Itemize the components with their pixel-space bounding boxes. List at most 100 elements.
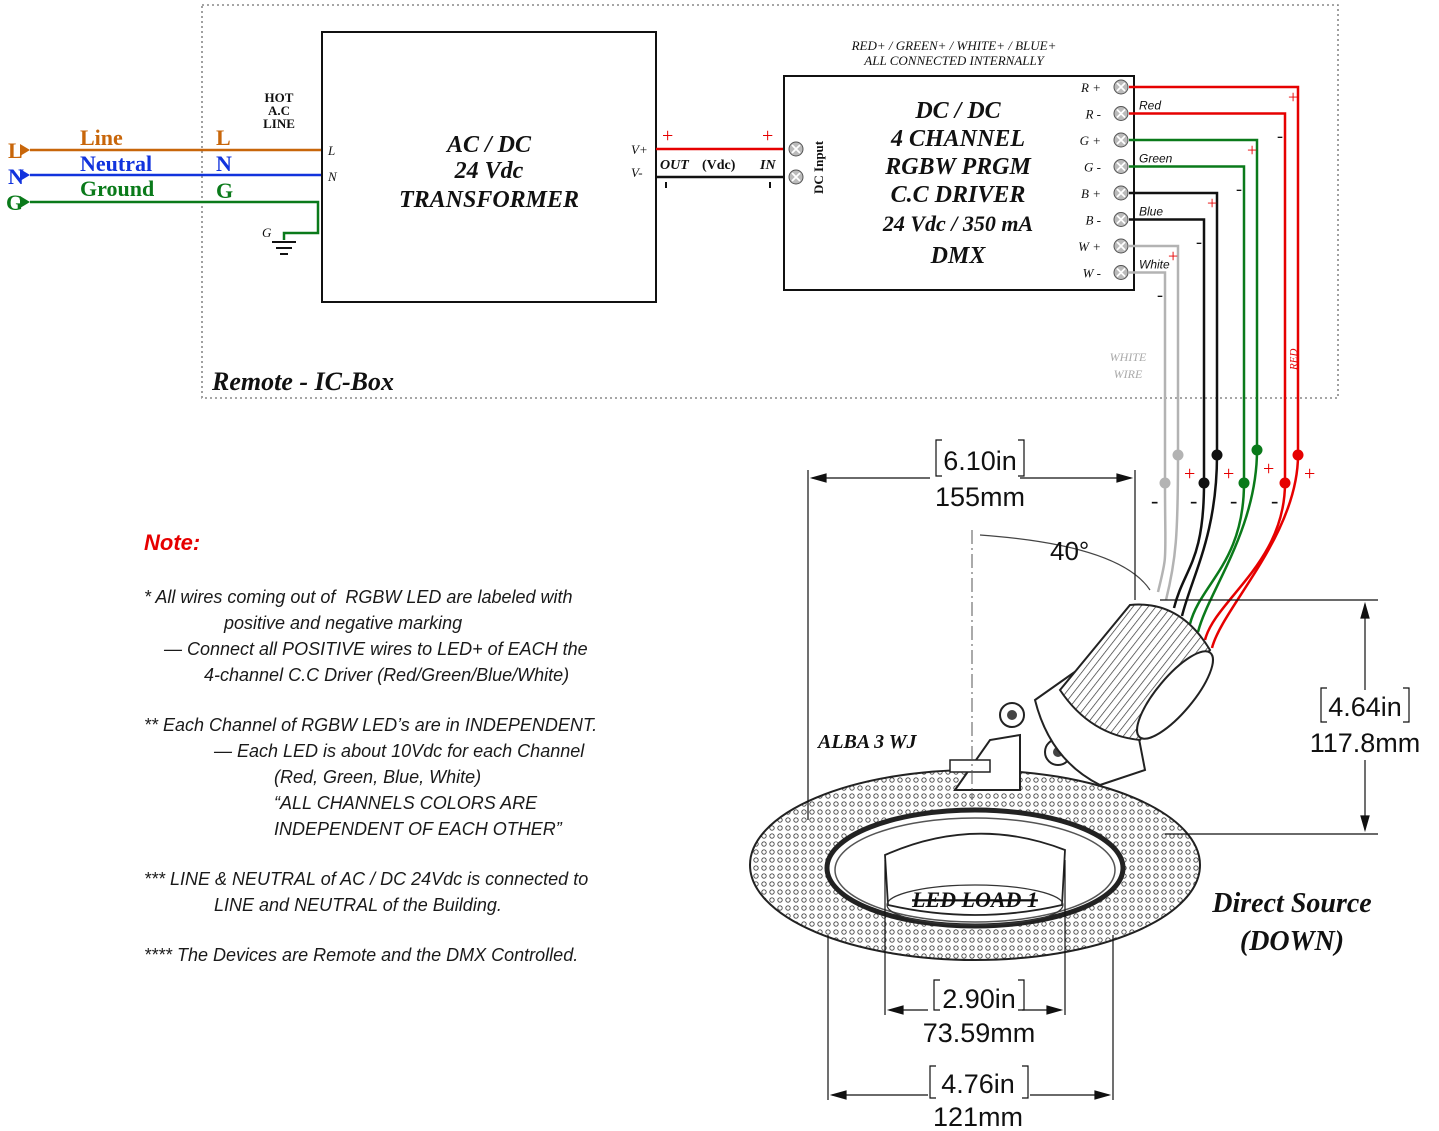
trim-in: 4.76in [941,1069,1015,1099]
driver-terminal-label: B - [1085,213,1101,228]
screw-cross-icon [1116,108,1126,119]
transformer-out-neg: V- [631,165,643,180]
driver-terminal-label: W + [1078,239,1101,254]
transformer-in-l: L [327,143,335,158]
transformer-out-pos: V+ [631,142,648,157]
minus-marker: - [1190,488,1197,513]
plus-marker: + [1247,140,1257,160]
note-line: — Connect all POSITIVE wires to LED+ of … [144,639,588,659]
driver-terminal-label: R + [1080,80,1101,95]
angle-value: 40° [1050,536,1089,566]
line-wire-name: Line [80,125,123,150]
note-line: positive and negative marking [144,613,463,633]
angle-arc [979,534,1151,591]
minus-marker: - [1151,488,1158,513]
dc-plus-out: + [662,125,673,147]
output-wire [1129,218,1206,483]
note-line: — Each LED is about 10Vdc for each Chann… [144,741,585,761]
plus-marker: + [1184,463,1195,485]
driver-title-4: C.C DRIVER [891,182,1026,208]
top-width-mm: 155mm [935,482,1025,512]
led-fixture [749,530,1214,961]
note-line: LINE and NEUTRAL of the Building. [144,895,502,915]
minus-marker: - [1277,126,1283,146]
wire-name-label: White [1139,258,1170,272]
fixture-lead-wire [1188,482,1246,625]
note-line: *** LINE & NEUTRAL of AC / DC 24Vdc is c… [144,869,589,889]
direct-source-label-1: Direct Source [1211,888,1371,919]
screw-cross-icon [1116,135,1126,145]
note-line: “ALL CHANNELS COLORS ARE [144,793,538,813]
driver-title-3: RGBW PRGM [884,154,1032,180]
driver-top-note-2: ALL CONNECTED INTERNALLY [863,53,1045,68]
driver-title-1: DC / DC [914,98,1001,124]
driver-terminal-label: W - [1083,266,1101,281]
minus-marker: - [1230,488,1237,513]
direct-source-label-2: (DOWN) [1240,926,1344,957]
transformer-title-3: TRANSFORMER [399,187,579,213]
white-wire-label-1: WHITE [1110,350,1147,364]
power-inputs: L N G Line Neutral Ground L N G HOT A.C … [6,90,322,240]
output-wire [1129,271,1167,483]
note-line: **** The Devices are Remote and the DMX … [144,945,579,965]
trim-mm: 121mm [933,1102,1023,1131]
fixture-lead-wire [1203,482,1287,641]
wire-name-label: Red [1139,99,1161,113]
output-wire [1129,165,1246,483]
fixture-lead-wire [1172,482,1206,609]
neutral-terminal-label: N [216,151,232,176]
driver-terminal-label: R - [1084,107,1101,122]
note-line: * All wires coming out of RGBW LED are l… [144,587,573,607]
neutral-wire-name: Neutral [80,151,152,176]
transformer-title-1: AC / DC [445,132,532,158]
output-wire [1129,85,1300,455]
line-terminal-label: L [216,125,231,150]
output-wire [1129,112,1287,483]
ground-input-letter: G [6,190,23,215]
dc-in-label: IN [759,158,776,173]
transformer-box [321,31,657,303]
plus-marker: + [1223,463,1234,485]
ground-symbol-icon [272,241,296,255]
dc-out-label: OUT [660,158,690,173]
plus-marker: + [1263,458,1274,480]
dc-input-label: DC Input [811,140,826,194]
minus-marker: - [1157,285,1163,305]
ground-wire-name: Ground [80,176,154,201]
screw-cross-icon [1116,82,1126,92]
minus-marker: - [1271,488,1278,513]
notes-title: Note: [144,530,201,555]
red-wire-label: RED [1288,349,1300,371]
screw-cross-icon [1116,214,1126,225]
aperture-dimension [884,860,1066,1015]
plus-marker: + [1207,193,1217,213]
note-line: 4-channel C.C Driver (Red/Green/Blue/Whi… [144,665,570,685]
aperture-in: 2.90in [942,984,1016,1014]
driver-terminal-label: B + [1081,186,1101,201]
screw-cross-icon [1116,188,1126,198]
height-in: 4.64in [1328,692,1402,722]
note-line: (Red, Green, Blue, White) [144,767,482,787]
top-width-dimension [807,439,1136,820]
output-wire [1129,191,1219,455]
white-wire-label-2: WIRE [1114,367,1143,381]
dc-vdc-label: (Vdc) [702,158,736,173]
line-input-letter: L [8,138,23,163]
driver-title-5: 24 Vdc / 350 mA [882,211,1033,236]
wire-name-label: Green [1139,152,1173,166]
hot-line-label-2: A.C [268,103,290,118]
remote-ic-box-label: Remote - IC-Box [211,367,394,396]
transformer-in-n: N [327,169,338,184]
driver-box [783,75,1135,291]
fixture-lead-wire [1180,454,1219,617]
driver-terminal-label: G - [1084,160,1101,175]
note-line: ** Each Channel of RGBW LED’s are in IND… [144,715,598,735]
fixture-lead-wire [1210,454,1300,649]
neutral-input-letter: N [8,164,24,189]
fixture-lead-wire [1156,482,1167,593]
minus-marker: - [1236,179,1242,199]
output-wire [1129,244,1180,455]
screw-cross-icon [1116,267,1126,278]
